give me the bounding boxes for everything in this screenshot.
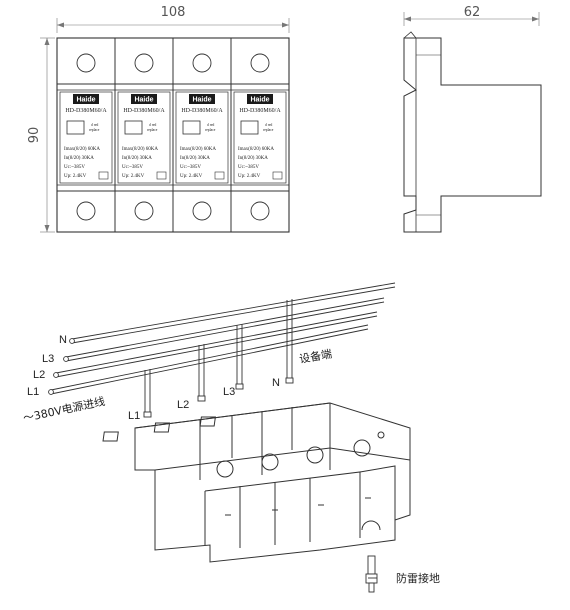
terminal-screw xyxy=(353,439,371,457)
wiring-diagram xyxy=(48,282,411,593)
indicator-text: d red xyxy=(91,123,98,127)
certification-mark-icon xyxy=(272,171,283,180)
tap-label-l1: L1 xyxy=(128,410,140,422)
module-4: Haide HD-D380M60/A d red replace Imax(8/… xyxy=(233,53,287,221)
spec-uc: Uc:~385V xyxy=(238,165,259,170)
brand-badge xyxy=(247,94,273,104)
ground-terminal xyxy=(361,520,381,531)
line-label-n: N xyxy=(59,334,67,346)
indicator-text: replace xyxy=(263,128,274,132)
spec-imax: Imax(8/20) 60KA xyxy=(238,147,274,152)
spec-imax: Imax(8/20) 60KA xyxy=(64,147,100,152)
model-label: HD-D380M60/A xyxy=(123,108,165,114)
terminal-screw-bottom xyxy=(250,201,270,221)
terminal-screw-top xyxy=(134,53,154,73)
line-label-l1: L1 xyxy=(27,386,39,398)
spec-in: In(8/20) 30KA xyxy=(64,156,94,161)
status-indicator-window xyxy=(240,120,259,135)
terminal-screw-bottom xyxy=(76,201,96,221)
status-indicator-window xyxy=(124,120,143,135)
terminal-screw-bottom xyxy=(134,201,154,221)
spec-imax: Imax(8/20) 60KA xyxy=(180,147,216,152)
terminal-screw-top xyxy=(192,53,212,73)
indicator-text: d red xyxy=(149,123,156,127)
front-view xyxy=(40,18,290,233)
drop-wire-l1 xyxy=(143,369,152,418)
tap-label-l3: L3 xyxy=(223,386,235,398)
line-label-l3: L3 xyxy=(42,353,54,365)
spec-in: In(8/20) 30KA xyxy=(180,156,210,161)
ground-label: 防雷接地 xyxy=(396,571,440,585)
indicator-text: replace xyxy=(205,128,216,132)
indicator-text: replace xyxy=(89,128,100,132)
drop-wire-l2 xyxy=(197,344,206,402)
bus-line-l1 xyxy=(48,324,369,395)
module-1: Haide HD-D380M60/A d red replace Imax(8/… xyxy=(59,53,113,221)
terminal-screw xyxy=(216,460,234,478)
module-3: Haide HD-D380M60/A d red replace Imax(8/… xyxy=(175,53,229,221)
indicator-dot xyxy=(377,431,385,439)
model-label: HD-D380M60/A xyxy=(181,108,223,114)
bus-line-n xyxy=(69,282,396,344)
width-dimension-label: 108 xyxy=(161,5,186,20)
terminal-screw xyxy=(261,453,279,471)
isometric-device xyxy=(102,402,411,563)
tap-label-n: N xyxy=(272,377,280,389)
side-view xyxy=(403,12,542,233)
certification-mark-icon xyxy=(214,171,225,180)
brand-label: Haide xyxy=(134,97,153,104)
certification-mark-icon xyxy=(156,171,167,180)
brand-label: Haide xyxy=(76,97,95,104)
spec-in: In(8/20) 30KA xyxy=(238,156,268,161)
terminal-screw-top xyxy=(76,53,96,73)
tap-label-l2: L2 xyxy=(177,399,189,411)
brand-badge xyxy=(189,94,215,104)
spec-uc: Uc:~385V xyxy=(180,165,201,170)
spec-uc: Uc:~385V xyxy=(64,165,85,170)
height-dimension-label: 90 xyxy=(27,127,42,144)
brand-label: Haide xyxy=(192,97,211,104)
brand-label: Haide xyxy=(250,97,269,104)
model-label: HD-D380M60/A xyxy=(65,108,107,114)
module-2: Haide HD-D380M60/A d red replace Imax(8/… xyxy=(117,53,171,221)
terminal-screw-top xyxy=(250,53,270,73)
source-label: ～380V电源进线 xyxy=(22,394,107,425)
status-indicator-window xyxy=(182,120,201,135)
spec-imax: Imax(8/20) 60KA xyxy=(122,147,158,152)
depth-dimension-label: 62 xyxy=(464,5,481,20)
bus-line-l3 xyxy=(63,297,385,362)
spec-uc: Uc:~385V xyxy=(122,165,143,170)
drop-wire-l3 xyxy=(235,324,244,390)
spec-up: Up: 2.4KV xyxy=(64,174,87,179)
spec-up: Up: 2.4KV xyxy=(238,174,261,179)
terminal-screw xyxy=(306,446,324,464)
drop-wire-n xyxy=(285,299,294,384)
terminal-screw-bottom xyxy=(192,201,212,221)
spec-up: Up: 2.4KV xyxy=(122,174,145,179)
brand-badge xyxy=(131,94,157,104)
indicator-text: d red xyxy=(207,123,214,127)
model-label: HD-D380M60/A xyxy=(239,108,281,114)
ground-rod xyxy=(365,555,378,593)
status-indicator-window xyxy=(66,120,85,135)
spec-up: Up: 2.4KV xyxy=(180,174,203,179)
spec-in: In(8/20) 30KA xyxy=(122,156,152,161)
certification-mark-icon xyxy=(98,171,109,180)
bus-line-l2 xyxy=(53,311,378,378)
equipment-label: 设备端 xyxy=(298,346,333,366)
indicator-text: d red xyxy=(265,123,272,127)
line-label-l2: L2 xyxy=(33,369,45,381)
brand-badge xyxy=(73,94,99,104)
indicator-text: replace xyxy=(147,128,158,132)
